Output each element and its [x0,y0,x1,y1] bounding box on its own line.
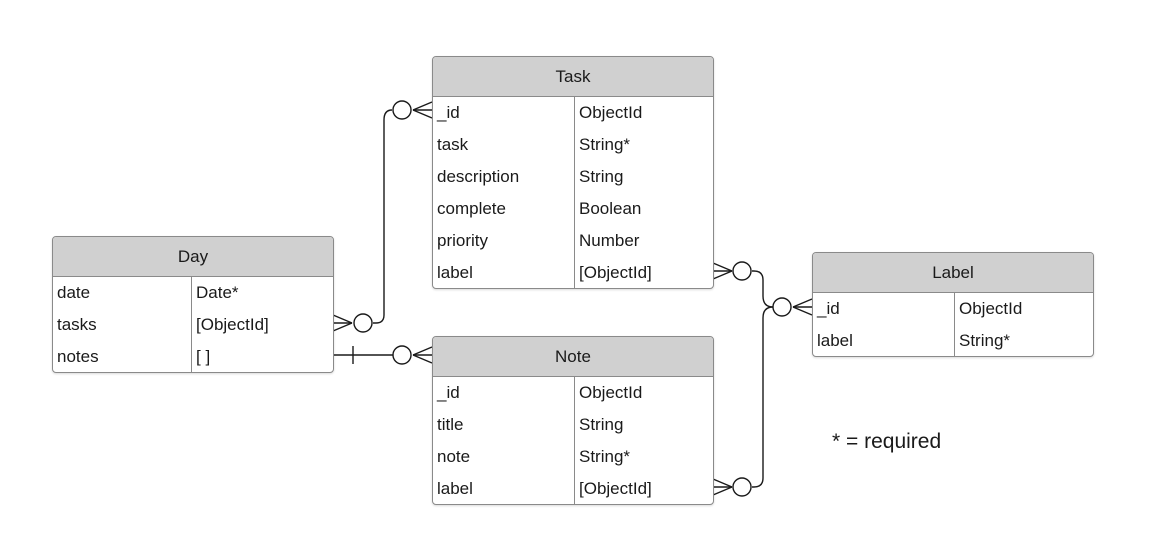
zero-circle-note-label [732,477,752,497]
field-name: _id [437,103,460,122]
zero-circle-task-label [732,261,752,281]
entity-day[interactable]: Day date Date* tasks [ObjectId] notes [ ] [52,236,334,373]
field-name: priority [437,231,489,250]
zero-circle-day-tasks [353,313,373,333]
field-name: tasks [57,315,97,334]
field-row: date Date* [53,277,333,309]
field-name: title [437,415,464,434]
field-type: ObjectId [579,383,643,402]
entity-note[interactable]: Note _id ObjectId title String note String*… [432,336,714,505]
field-type: [ObjectId] [579,479,652,498]
crowfoot-note-label-low [712,486,733,496]
field-name: label [437,263,473,282]
crowfoot-label-id-low [792,306,813,316]
field-type: [ObjectId] [196,315,269,334]
field-name: _id [817,299,840,318]
field-type: [ObjectId] [579,263,652,282]
field-type: ObjectId [579,103,643,122]
field-type: String* [959,331,1011,350]
field-row: _id ObjectId [433,377,713,409]
connector-task-label [752,270,774,308]
field-type: String [579,167,624,186]
entity-fields: date Date* tasks [ObjectId] notes [ ] [53,277,333,372]
crowfoot-day-tasks-low [332,322,353,332]
field-row: _id ObjectId [813,293,1093,325]
crowfoot-task-label-top [712,262,733,272]
field-type: String* [579,447,631,466]
field-row: _id ObjectId [433,97,713,129]
field-row: tasks [ObjectId] [53,309,333,341]
crowfoot-day-tasks [332,314,353,324]
field-type: ObjectId [959,299,1023,318]
field-row: notes [ ] [53,341,333,372]
field-name: _id [437,383,460,402]
field-name: label [817,331,853,350]
field-type: Boolean [579,199,642,218]
field-row: priority Number [433,225,713,257]
entity-label[interactable]: Label _id ObjectId label String* [812,252,1094,357]
field-type: String* [579,135,631,154]
field-name: note [437,447,471,466]
crowfoot-note-top [412,346,433,356]
field-row: label String* [813,325,1093,356]
field-name: notes [57,347,99,366]
field-name: date [57,283,91,302]
field-name: description [437,167,520,186]
field-row: task String* [433,129,713,161]
crowfoot-task-id-low [412,109,433,119]
field-name: task [437,135,469,154]
zero-circle-note [392,345,412,365]
field-row: title String [433,409,713,441]
required-legend: * = required [832,430,942,453]
crowfoot-note-label-top [712,478,733,488]
crowfoot-task-label-low [712,270,733,280]
connector-note-label [752,306,774,488]
entity-title: Day [53,237,333,277]
field-type: String [579,415,624,434]
entity-fields: _id ObjectId label String* [813,293,1093,356]
field-name: label [437,479,473,498]
zero-circle-label-id [772,297,792,317]
field-row: label [ObjectId] [433,257,713,288]
zero-circle-task-id [392,100,412,120]
crowfoot-note-low [412,354,433,364]
field-type: Number [579,231,640,250]
entity-title: Note [433,337,713,377]
field-row: note String* [433,441,713,473]
crowfoot-label-id-top [792,298,813,308]
field-row: label [ObjectId] [433,473,713,504]
entity-task[interactable]: Task _id ObjectId task String* description… [432,56,714,289]
field-name: complete [437,199,506,218]
field-row: description String [433,161,713,193]
field-type: Date* [196,283,239,302]
entity-fields: _id ObjectId task String* description Strin… [433,97,713,288]
entity-title: Label [813,253,1093,293]
connector-day-task [373,109,393,324]
entity-title: Task [433,57,713,97]
field-type: [ ] [196,347,211,366]
crowfoot-task-id-top [412,101,433,111]
field-row: complete Boolean [433,193,713,225]
entity-fields: _id ObjectId title String note String* labe… [433,377,713,504]
